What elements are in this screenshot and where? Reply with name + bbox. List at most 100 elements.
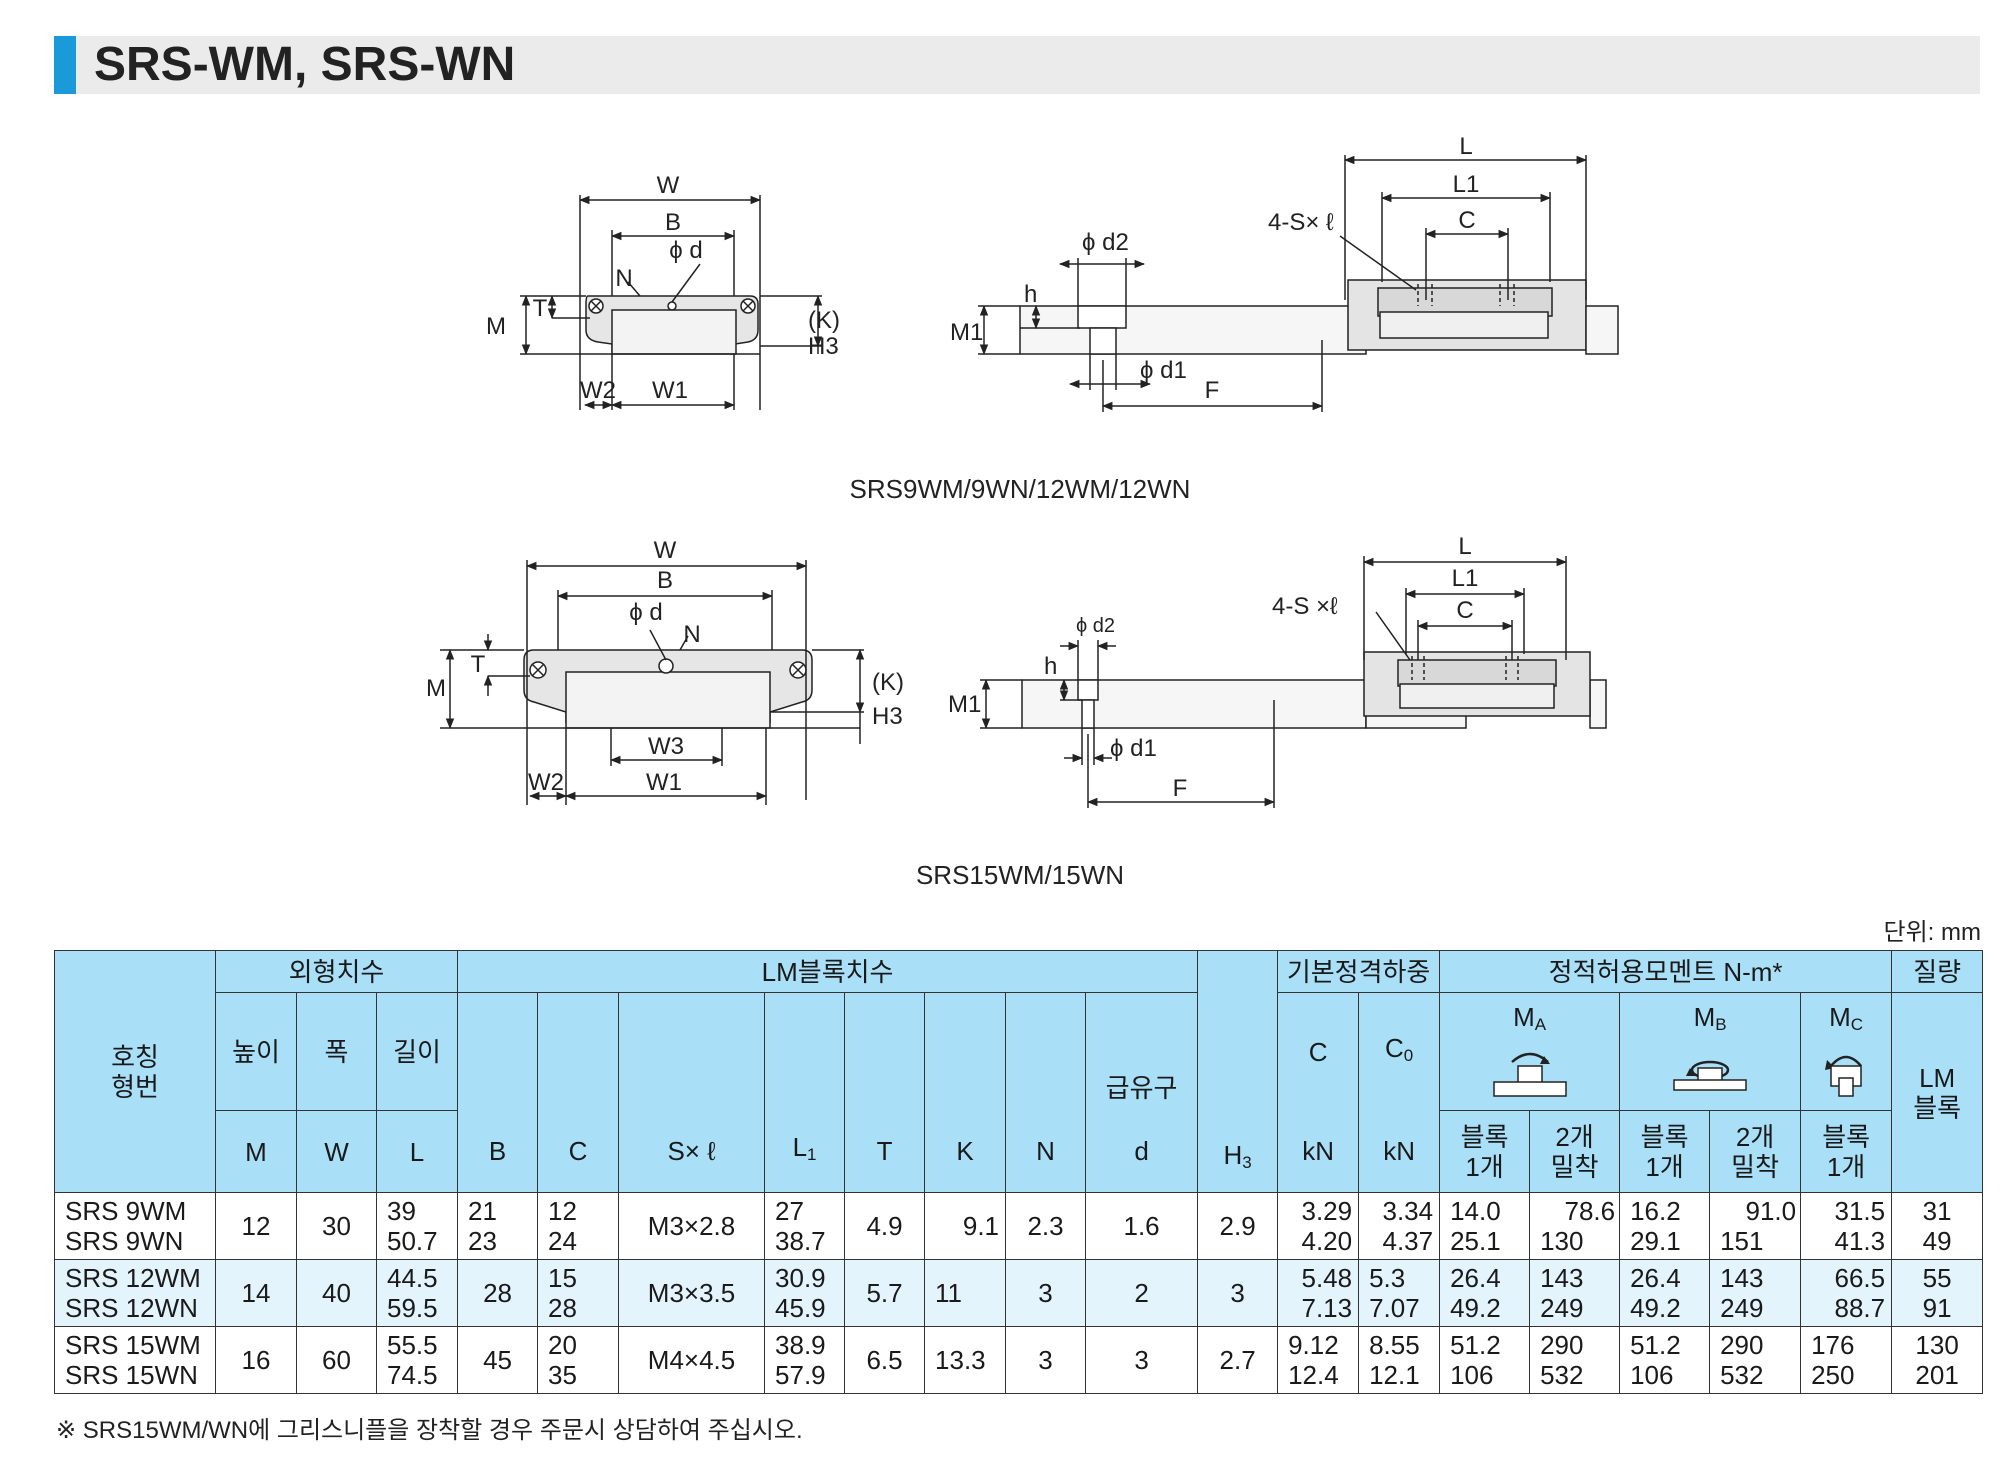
drawing2-side-view — [980, 556, 1607, 808]
technical-drawings: W B ϕ d N T M (K) H3 W2 W1 — [426, 133, 1619, 890]
section-header: SRS-WM, SRS-WN — [54, 36, 1980, 94]
d2-label-h: h — [1044, 653, 1057, 680]
d1-label-phi-d1: ϕ d1 — [1140, 357, 1187, 384]
d2-label-H3: H3 — [872, 703, 903, 730]
d1-label-M: M — [486, 313, 506, 340]
d1-label-W2: W2 — [580, 377, 616, 404]
th-blank-B — [457, 992, 539, 1111]
cell-B: 45 — [457, 1326, 539, 1394]
cell-T: 6.5 — [844, 1326, 926, 1394]
cell-T: 4.9 — [844, 1192, 926, 1260]
th-MB: MB — [1619, 992, 1802, 1111]
th-blank-T — [844, 992, 926, 1111]
cell-W: 40 — [296, 1259, 377, 1327]
d2-label-phi-d1: ϕ d1 — [1110, 735, 1157, 762]
cell-S: M3×3.5 — [618, 1259, 766, 1327]
th-static-moment: 정적허용모멘트 N-m* — [1439, 950, 1893, 993]
th-sym-d: d — [1085, 1110, 1199, 1193]
drawing2-front-view — [440, 560, 865, 805]
d2-label-phi-d2: ϕ d2 — [1076, 615, 1115, 637]
th-blank-L1 — [764, 992, 846, 1111]
cell-H3: 2.7 — [1197, 1326, 1279, 1394]
cell-M: 16 — [215, 1326, 297, 1394]
d1-label-K: (K) — [808, 307, 840, 334]
th-blank-N — [1005, 992, 1087, 1111]
moment-c-icon — [1825, 1055, 1863, 1097]
th-grease-port: 급유구 — [1085, 992, 1199, 1111]
th-height: 높이 — [215, 992, 297, 1111]
th-MA: MA — [1439, 992, 1621, 1111]
d2-label-L1: L1 — [1452, 565, 1479, 592]
drawing1-side-view — [978, 155, 1619, 412]
d1-label-phi-d2: ϕ d2 — [1082, 229, 1129, 256]
cell-S: M4×4.5 — [618, 1326, 766, 1394]
cell-H3: 3 — [1197, 1259, 1279, 1327]
th-length: 길이 — [375, 992, 459, 1111]
th-sym-N: N — [1005, 1110, 1087, 1193]
d1-label-B: B — [665, 209, 681, 236]
d2-label-C: C — [1456, 597, 1473, 624]
footnote: ※ SRS15WM/WN에 그리스니플을 장착할 경우 주문시 상담하여 주십시… — [56, 1417, 803, 1444]
drawing2-side-labels: L L1 C 4-S ×ℓ ϕ d2 h M1 ϕ d1 F — [948, 533, 1478, 802]
th-blank-C — [537, 992, 620, 1111]
d1-label-T: T — [533, 295, 548, 322]
d2-label-T: T — [471, 651, 486, 678]
cell-K: 9.1 — [924, 1192, 1007, 1260]
th-outer-dims: 외형치수 — [214, 950, 459, 993]
moment-b-icon — [1673, 1060, 1747, 1091]
th-blank-S — [618, 992, 766, 1111]
d2-label-L: L — [1458, 533, 1471, 560]
d2-label-M1: M1 — [948, 691, 981, 718]
th-sym-K: K — [924, 1110, 1007, 1193]
d1-label-F: F — [1205, 377, 1220, 404]
th-basic-load: 기본정격하중 — [1277, 950, 1441, 993]
th-H3: H3 — [1197, 950, 1279, 1193]
th-unit-kN-C: kN — [1277, 1110, 1360, 1193]
drawing1-side-labels: L L1 C 4-S× ℓ ϕ d2 h M1 ϕ d1 F — [950, 133, 1479, 404]
drawing1-front-view — [520, 195, 823, 410]
drawing2-front-labels: W B ϕ d N T M (K) H3 W3 W2 W1 — [426, 537, 904, 796]
drawing2-caption: SRS15WM/15WN — [916, 860, 1124, 890]
page-title: SRS-WM, SRS-WN — [94, 38, 516, 91]
cell-S: M3×2.8 — [618, 1192, 766, 1260]
drawing1-front-labels: W B ϕ d N T M (K) H3 W2 W1 — [486, 172, 840, 404]
th-sym-W: W — [296, 1110, 377, 1193]
moment-a-icon — [1492, 1052, 1567, 1097]
th-unit-kN-C0: kN — [1358, 1110, 1441, 1193]
th-sym-T: T — [844, 1110, 926, 1193]
